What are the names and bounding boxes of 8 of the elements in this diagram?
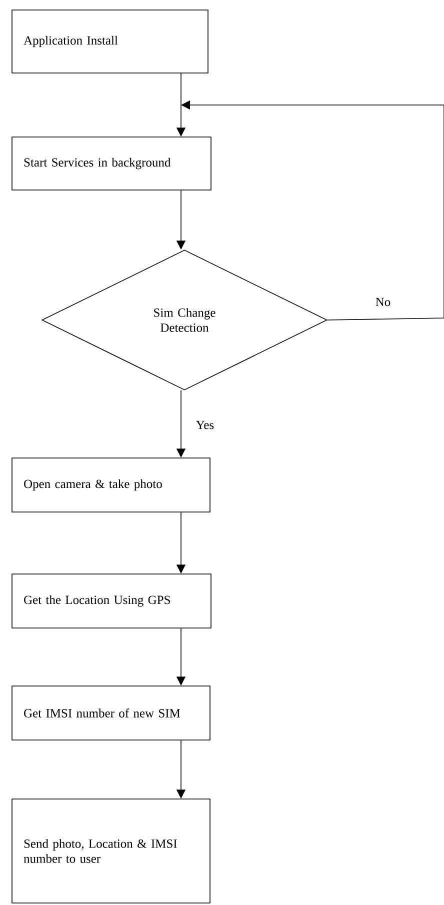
process-box: Start Services in background [12, 136, 212, 190]
edge-label: Yes [194, 420, 216, 430]
edge-label: No [374, 296, 392, 308]
process-box: Send photo, Location & IMSI number to user [12, 798, 210, 904]
process-box: Get the Location Using GPS [12, 574, 212, 628]
process-box: Application Install [12, 10, 208, 74]
process-box: Get IMSI number of new SIM [12, 686, 210, 740]
process-box: Open camera & take photo [12, 458, 210, 512]
